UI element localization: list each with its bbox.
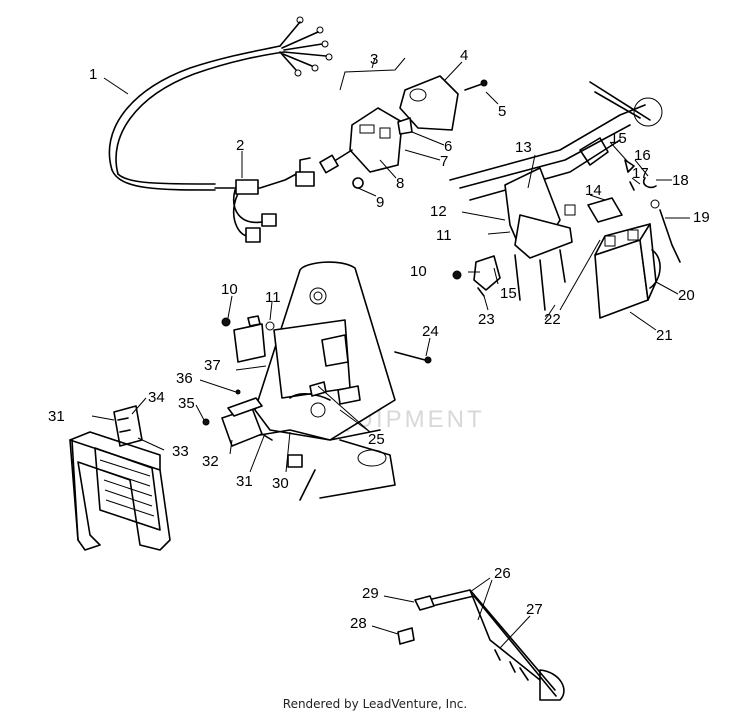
callout-6: 6	[444, 138, 452, 155]
callout-19: 19	[693, 209, 710, 226]
callout-31: 31	[48, 408, 65, 425]
callout-11: 11	[436, 227, 452, 244]
battery	[587, 159, 681, 319]
callout-1: 1	[89, 66, 97, 83]
callout-16: 16	[634, 147, 651, 164]
callout-22: 22	[544, 311, 561, 328]
callout-17: 17	[632, 165, 649, 182]
callout-9: 9	[376, 194, 384, 211]
callout-25: 25	[368, 431, 385, 448]
relay-bracket	[452, 255, 501, 297]
callout-23: 23	[478, 311, 495, 328]
taillight-assembly	[319, 75, 488, 189]
callout-30: 30	[272, 475, 289, 492]
callout-34: 34	[148, 389, 165, 406]
callout-37: 37	[204, 357, 221, 374]
callout-4: 4	[460, 47, 468, 64]
callout-10b: 10	[221, 281, 238, 298]
callout-3: 3	[370, 51, 378, 68]
callout-7: 7	[440, 153, 448, 170]
callout-5: 5	[498, 103, 506, 120]
throttle-cable	[397, 589, 565, 701]
callout-15b: 15	[500, 285, 517, 302]
callout-35: 35	[178, 395, 195, 412]
callout-33: 33	[172, 443, 189, 460]
callout-12: 12	[430, 203, 447, 220]
callout-8: 8	[396, 175, 404, 192]
ignition-coil	[202, 389, 273, 447]
callout-29: 29	[362, 585, 379, 602]
radiator-guard	[69, 405, 171, 551]
callout-18: 18	[672, 172, 689, 189]
callout-2: 2	[236, 137, 244, 154]
callout-11b: 11	[265, 289, 281, 306]
callout-24: 24	[422, 323, 439, 340]
footer-credit: Rendered by LeadVenture, Inc.	[282, 697, 468, 711]
callout-32: 32	[202, 453, 219, 470]
callout-14: 14	[585, 182, 602, 199]
callout-28: 28	[350, 615, 367, 632]
callout-36: 36	[176, 370, 193, 387]
callout-13: 13	[515, 139, 532, 156]
cdi-box	[221, 315, 275, 363]
callout-20: 20	[678, 287, 695, 304]
callout-27: 27	[526, 601, 543, 618]
wiring-harness	[108, 16, 333, 243]
callout-labels: 1 2 3 4 5 6 7 8 9 13 15 16 17 18 14 12 1…	[48, 47, 710, 632]
frame-rear	[449, 81, 663, 311]
front-panel	[229, 261, 432, 501]
callout-10: 10	[410, 263, 427, 280]
callout-15: 15	[610, 130, 627, 147]
callout-26: 26	[494, 565, 511, 582]
leader-lines	[91, 57, 690, 649]
callout-31b: 31	[236, 473, 253, 490]
callout-21: 21	[656, 327, 673, 344]
